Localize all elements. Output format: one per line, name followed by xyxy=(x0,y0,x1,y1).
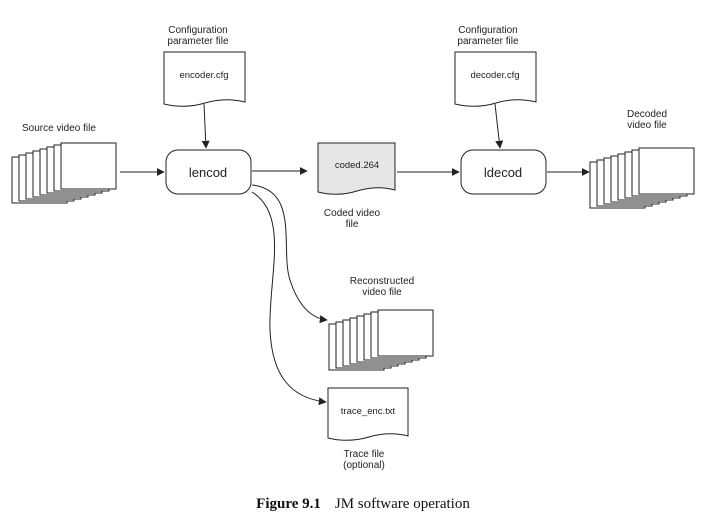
figure-number: Figure 9.1 xyxy=(256,496,321,512)
arrow-encoder-to-trace xyxy=(251,191,327,406)
decoder-config-heading-line2: parameter file xyxy=(457,36,519,47)
arrow-encoder-config-to-encoder xyxy=(201,103,210,149)
figure-title: JM software operation xyxy=(335,496,470,512)
coded-file-filename: coded.264 xyxy=(335,160,379,171)
encoder-box xyxy=(165,149,252,195)
coded-file-label-line2: file xyxy=(346,219,359,230)
decoder-config-document xyxy=(454,51,537,107)
encoder-config-heading-line2: parameter file xyxy=(167,36,229,47)
encoder-config-document xyxy=(163,51,246,107)
reconstructed-video-frame xyxy=(377,309,434,357)
reconstructed-video-stack xyxy=(328,309,434,371)
reconstructed-video-label-line2: video file xyxy=(362,287,402,298)
trace-file-filename: trace_enc.txt xyxy=(341,406,396,417)
encoder-config-heading-line1: Configuration xyxy=(168,25,227,36)
trace-file-label-line1: Trace file xyxy=(344,449,385,460)
encoder-config-filename: encoder.cfg xyxy=(179,70,228,81)
decoded-video-stack xyxy=(589,147,695,209)
arrow-decoder-config-to-decoder xyxy=(494,103,504,149)
decoder-box xyxy=(460,149,547,195)
source-video-stack xyxy=(11,142,117,204)
decoded-video-label-line2: video file xyxy=(627,120,667,131)
coded-file-label-line1: Coded video xyxy=(324,208,381,219)
arrow-encoder-to-reconstructed xyxy=(251,184,328,324)
encoder-label: lencod xyxy=(189,165,227,180)
source-video-frame xyxy=(60,142,117,190)
source-video-label: Source video file xyxy=(22,123,96,134)
reconstructed-video-label-line1: Reconstructed xyxy=(350,276,414,287)
trace-file-label-line2: (optional) xyxy=(343,460,385,471)
decoded-video-frame xyxy=(638,147,695,195)
decoder-config-heading-line1: Configuration xyxy=(458,25,517,36)
decoded-video-label-line1: Decoded xyxy=(627,109,667,120)
coded-file-document xyxy=(317,142,396,195)
trace-file-document xyxy=(327,387,409,441)
decoder-label: ldecod xyxy=(484,165,522,180)
decoder-config-filename: decoder.cfg xyxy=(470,70,519,81)
figure-caption: Figure 9.1 JM software operation xyxy=(256,496,470,512)
